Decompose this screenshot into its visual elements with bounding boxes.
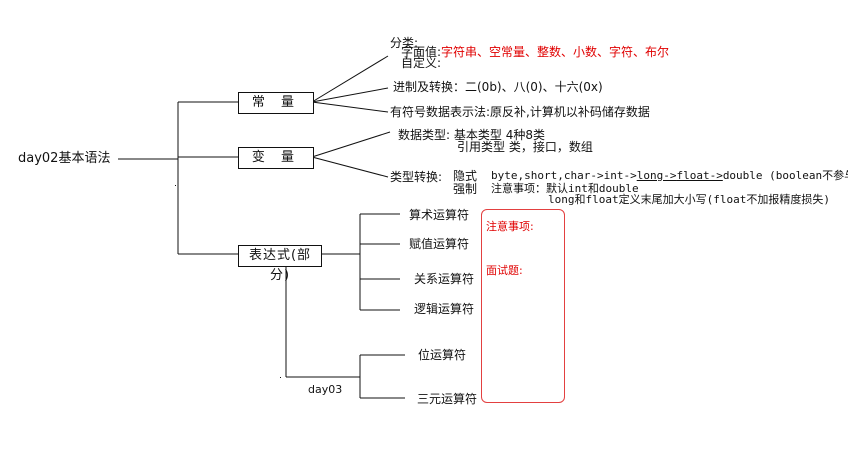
variables-box: 变 量 xyxy=(238,147,314,169)
signed-representation-text: 有符号数据表示法:原反补,计算机以补码储存数据 xyxy=(390,105,650,119)
reference-text: 引用类型 类，接口，数组 xyxy=(457,140,593,154)
literal-line: 字面值:字符串、空常量、整数、小数、字符、布尔 xyxy=(401,45,669,59)
explicit-label: 强制 xyxy=(453,182,478,196)
operator-logical: 逻辑运算符 xyxy=(414,302,475,316)
operator-arithmetic: 算术运算符 xyxy=(409,208,470,222)
datatype-line: 数据类型: 基本类型 4种8类 xyxy=(398,128,545,142)
category-heading: 分类: xyxy=(390,36,419,50)
operator-bitwise: 位运算符 xyxy=(418,348,467,362)
literal-items: 字符串、空常量、整数、小数、字符、布尔 xyxy=(441,45,670,59)
day03-label: day03 xyxy=(308,383,343,396)
explicit-note-2: long和float定义末尾加大小写(float不加报精度损失) xyxy=(548,193,830,206)
implicit-label: 隐式 xyxy=(453,169,478,183)
literal-label: 字面值: xyxy=(401,45,442,59)
primitive-text: 基本类型 4种8类 xyxy=(453,128,545,142)
radix-text: 进制及转换：二(0b)、八(0)、十六(0x) xyxy=(393,80,603,94)
implicit-prefix: byte,short,char->int-> xyxy=(491,169,637,182)
root-node: day02基本语法 xyxy=(18,151,111,166)
implicit-long: long-> xyxy=(636,169,677,182)
implicit-float: float-> xyxy=(676,169,723,182)
notes-box xyxy=(481,209,565,403)
conversion-label: 类型转换: xyxy=(390,170,443,184)
implicit-suffix: double (boolean不参与) xyxy=(722,169,848,182)
operator-ternary: 三元运算符 xyxy=(417,392,478,406)
implicit-conversion-chain: byte,short,char->int->long->float->doubl… xyxy=(491,169,848,183)
custom-label: 自定义: xyxy=(401,56,442,70)
operator-relational: 关系运算符 xyxy=(414,272,475,286)
interview-note: 面试题: xyxy=(486,264,523,277)
constants-box: 常 量 xyxy=(238,92,314,114)
explicit-note: 注意事项：默认int和double xyxy=(491,182,639,195)
expressions-box: 表达式(部分) xyxy=(238,245,322,283)
datatype-label: 数据类型: xyxy=(398,128,451,142)
operator-assignment: 赋值运算符 xyxy=(409,237,470,251)
attention-note: 注意事项: xyxy=(486,220,534,233)
